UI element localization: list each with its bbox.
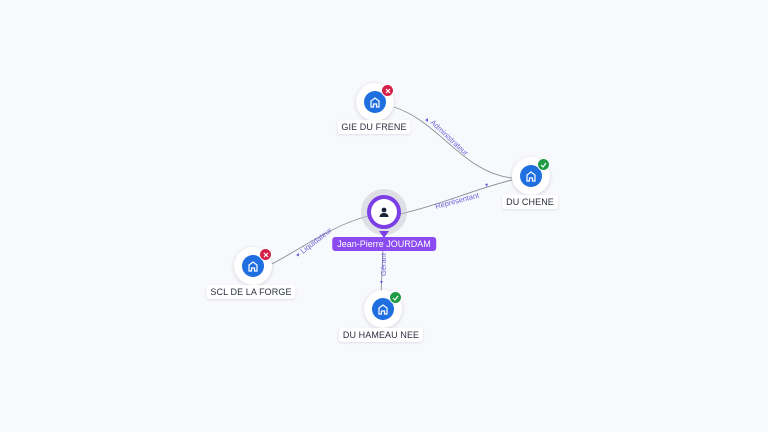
building-icon [364, 91, 386, 113]
company-node-scl-de-la-forge[interactable] [234, 247, 272, 285]
status-closed-icon [381, 84, 394, 97]
company-node-du-hameau-nee[interactable] [364, 290, 402, 328]
edge-representant [399, 179, 513, 215]
building-icon [372, 298, 394, 320]
company-label-scl-de-la-forge: SCL DE LA FORGE [206, 285, 296, 299]
edge-label-administrateur: Administrateur [429, 118, 471, 158]
status-closed-icon [259, 248, 272, 261]
edge-label-representant: Représentant [434, 190, 481, 211]
edge-administrateur [393, 106, 513, 179]
edge-gerant [380, 249, 384, 295]
edge-label-liquidateur: Liquidateur [299, 225, 334, 255]
person-ring [367, 195, 401, 229]
company-node-du-chene[interactable] [512, 157, 550, 195]
person-node-jean-pierre-jourdam[interactable] [361, 189, 407, 235]
person-halo [361, 189, 407, 235]
building-icon [520, 165, 542, 187]
company-halo [364, 290, 402, 328]
edge-arrow-liquidateur [296, 253, 299, 257]
company-halo [356, 83, 394, 121]
edge-arrow-administrateur [425, 118, 428, 122]
company-label-du-chene: DU CHENE [502, 195, 558, 209]
edge-arrow-representant [485, 183, 488, 187]
company-node-gie-du-frene[interactable] [356, 83, 394, 121]
status-active-icon [389, 291, 402, 304]
edge-arrow-gerant [380, 281, 383, 284]
edge-liquidateur [267, 215, 369, 267]
person-icon [371, 199, 397, 225]
building-icon [242, 255, 264, 277]
company-label-du-hameau-nee: DU HAMEAU NEE [338, 328, 424, 342]
edge-label-gerant: Gérant [379, 252, 388, 276]
person-pin-tip [379, 231, 389, 238]
company-label-gie-du-frene: GIE DU FRENE [337, 120, 411, 134]
person-label: Jean-Pierre JOURDAM [332, 237, 436, 251]
status-active-icon [537, 158, 550, 171]
